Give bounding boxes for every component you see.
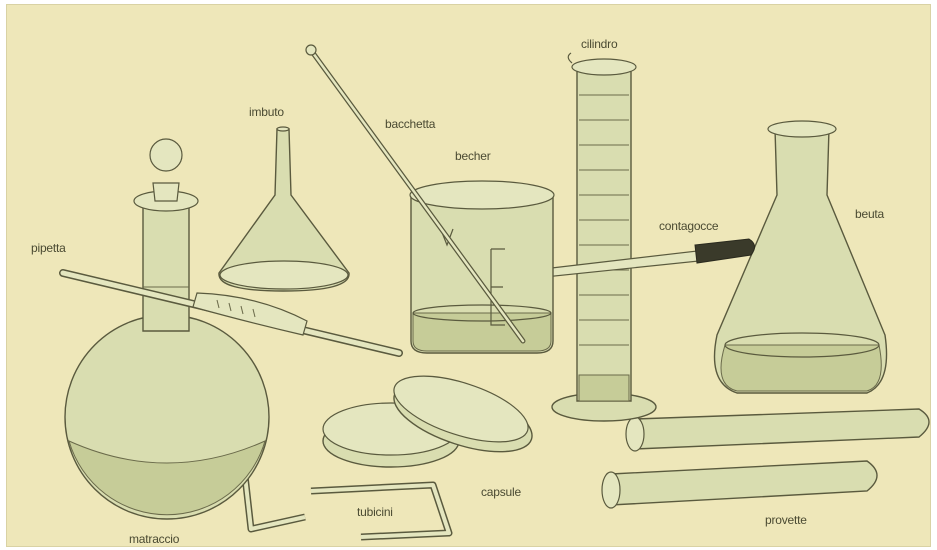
imbuto-funnel [219,127,349,291]
becher-beaker [410,181,554,353]
label-contagocce: contagocce [659,219,718,233]
label-imbuto: imbuto [249,105,284,119]
label-tubicini: tubicini [357,505,393,519]
label-bacchetta: bacchetta [385,117,435,131]
label-becher: becher [455,149,491,163]
capsule-dishes [323,363,540,467]
label-provette: provette [765,513,807,527]
label-pipetta: pipetta [31,241,66,255]
provette-tubes [602,409,929,508]
label-cilindro: cilindro [581,37,617,51]
lab-glassware-illustration [7,5,931,547]
illustration-frame: cilindro imbuto bacchetta becher contago… [6,4,931,547]
label-matraccio: matraccio [129,532,179,546]
matraccio-flask [65,139,269,519]
cilindro-cylinder [552,53,656,421]
label-capsule: capsule [481,485,521,499]
contagocce-dropper [543,239,755,277]
label-beuta: beuta [855,207,884,221]
